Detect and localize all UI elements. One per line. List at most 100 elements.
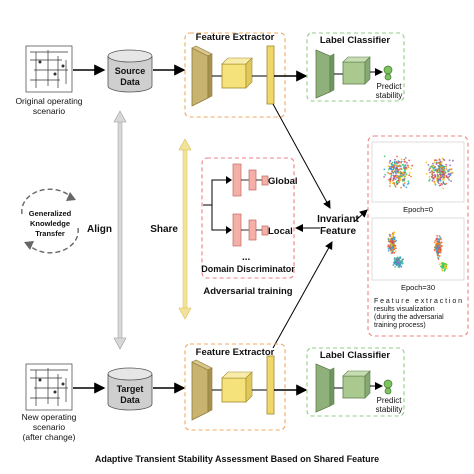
epoch0-point	[404, 175, 406, 178]
epoch0-point	[393, 160, 396, 163]
domain-discriminator-title: Domain Discriminator	[201, 264, 295, 274]
bottom-feature-extractor-title: Feature Extractor	[196, 347, 275, 358]
epoch0-point	[428, 169, 430, 171]
viz-caption-3: (during the adversarial	[374, 314, 444, 321]
epoch30-point	[438, 247, 441, 249]
epoch0-point	[438, 167, 441, 170]
epoch30-point	[388, 239, 391, 242]
epoch30-point	[402, 258, 404, 261]
epoch0-point	[402, 174, 405, 177]
epoch0-point	[397, 179, 400, 182]
epoch0-point	[404, 164, 407, 166]
epoch0-point	[393, 165, 396, 168]
epoch30-point	[440, 241, 443, 244]
top-output-node-icon	[383, 65, 393, 81]
epoch0-point	[400, 161, 402, 164]
epoch30-point	[392, 240, 394, 242]
epoch30-point	[398, 263, 401, 265]
epoch0-point	[411, 164, 414, 167]
epoch0-point	[387, 165, 390, 168]
epoch0-point	[397, 172, 399, 174]
epoch30-point	[437, 254, 439, 257]
bottom-to-invariant-arrow	[272, 241, 333, 349]
epoch0-point	[408, 174, 411, 177]
top-predict-label-2: stability	[376, 91, 403, 100]
epoch30-point	[396, 256, 399, 259]
epoch0-point	[443, 178, 445, 181]
epoch0-point	[402, 184, 405, 187]
epoch0-point	[442, 187, 444, 190]
epoch30-point	[392, 264, 395, 266]
epoch0-point	[433, 176, 436, 179]
target-data-label-1: Target	[117, 384, 144, 394]
epoch0-point	[391, 170, 393, 173]
epoch30-point	[396, 260, 399, 263]
epoch30-point	[394, 250, 397, 253]
epoch0-point	[388, 162, 391, 164]
epoch0-point	[437, 182, 440, 185]
epoch30-point	[395, 239, 397, 242]
epoch30-point	[442, 263, 445, 266]
epoch0-point	[431, 176, 433, 179]
epoch0-point	[435, 163, 438, 165]
epoch0-point	[440, 170, 443, 173]
top-classifier-trapezoid	[315, 49, 335, 99]
generalized-label-2: Knowledge	[30, 219, 70, 228]
epoch30-point	[393, 256, 396, 259]
top-extractor-cube	[221, 57, 253, 89]
epoch0-point	[402, 179, 405, 181]
epoch0-point	[439, 174, 442, 177]
epoch0-point	[388, 172, 391, 175]
share-label: Share	[150, 224, 178, 235]
epoch0-point	[392, 171, 395, 174]
epoch0-point	[398, 175, 400, 178]
epoch0-point	[404, 166, 407, 169]
epoch0-point	[437, 161, 440, 164]
generalized-label-3: Transfer	[35, 229, 65, 238]
epoch0-point	[431, 179, 434, 182]
epoch0-point	[448, 159, 451, 162]
bottom-extractor-trapezoid	[191, 359, 213, 421]
epoch30-point	[391, 233, 394, 236]
epoch0-point	[439, 179, 442, 182]
epoch30-point	[392, 233, 395, 235]
epoch0-point	[438, 176, 441, 178]
epoch30-point	[438, 263, 441, 266]
epoch30-point	[440, 266, 443, 268]
epoch0-point	[396, 163, 398, 165]
epoch0-point	[406, 183, 409, 186]
epoch30-scatter-frame	[371, 217, 465, 281]
source-data-database-icon	[107, 49, 153, 93]
epoch30-point	[440, 238, 442, 241]
bottom-label-classifier-title: Label Classifier	[320, 350, 391, 361]
global-discriminator-blocks	[232, 163, 269, 197]
epoch0-point	[439, 165, 442, 168]
epoch30-point	[394, 266, 397, 268]
epoch30-point	[439, 245, 442, 248]
epoch0-point	[407, 164, 409, 167]
epoch30-point	[394, 236, 396, 239]
align-label: Align	[87, 224, 112, 235]
top-predict-label-1: Predict	[377, 82, 403, 91]
epoch0-point	[431, 172, 434, 175]
generalized-label-1: Generalized	[29, 209, 72, 218]
epoch0-point	[396, 155, 398, 158]
bottom-predict-label-1: Predict	[377, 396, 403, 405]
epoch0-point	[437, 179, 440, 182]
epoch0-point	[431, 174, 434, 176]
epoch0-point	[395, 172, 397, 175]
bottom-classifier-cube	[342, 370, 371, 399]
epoch30-point	[445, 265, 448, 267]
epoch0-point	[399, 175, 402, 178]
epoch0-point	[408, 159, 411, 162]
new-scenario-label-1: New operating	[22, 412, 77, 422]
epoch0-point	[448, 169, 451, 172]
epoch0-point	[446, 176, 449, 179]
epoch30-point	[435, 238, 438, 241]
epoch30-point	[396, 263, 399, 266]
epoch30-point	[434, 246, 437, 249]
epoch0-point	[383, 176, 385, 178]
epoch0-point	[439, 162, 442, 165]
epoch30-point	[393, 231, 396, 234]
epoch0-point	[399, 165, 402, 168]
